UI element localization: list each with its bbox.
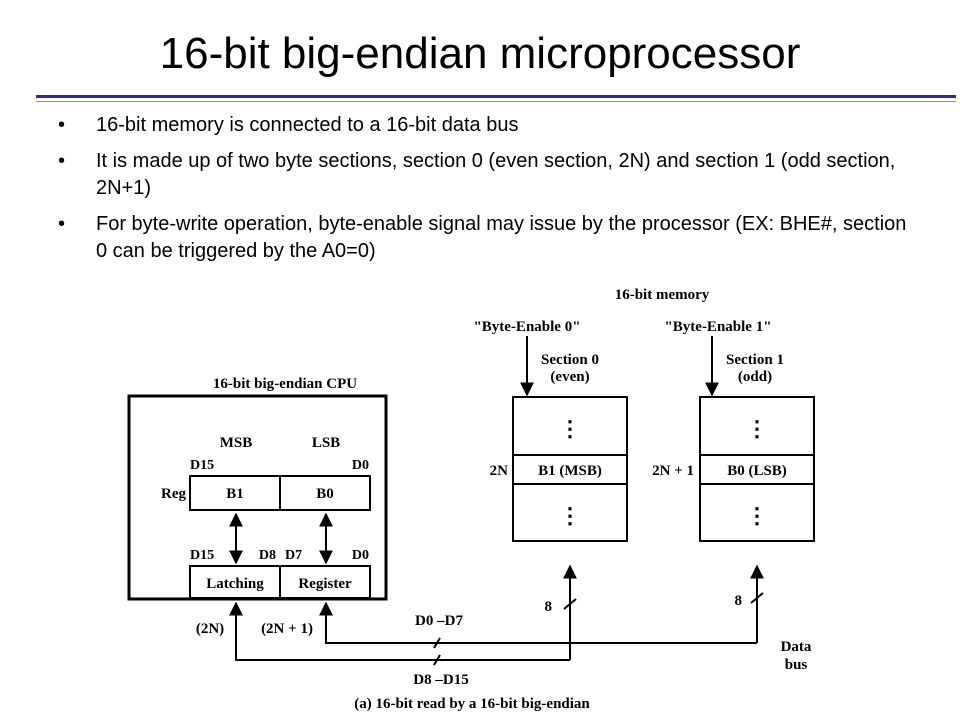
bus-width-slash-1 (750, 592, 764, 604)
bullet-text: It is made up of two byte sections, sect… (96, 150, 896, 199)
msb-label: MSB (220, 435, 253, 451)
bus-width-slash-0 (563, 598, 577, 610)
d8-d15-slash (433, 654, 441, 666)
section0-sub: (even) (550, 369, 589, 385)
bullet-text: 16-bit memory is connected to a 16-bit d… (96, 114, 519, 136)
reg-label: Reg (161, 486, 186, 502)
d8-d15-bus-line (229, 601, 570, 661)
title-divider-thin (36, 101, 956, 102)
paren-2n-label: (2N) (196, 621, 224, 637)
byte-enable-1-label: "Byte-Enable 1" (664, 319, 771, 335)
lsb-label: LSB (312, 435, 340, 451)
section0-name: Section 0 (541, 352, 599, 368)
latch-d0-label: D0 (352, 548, 369, 563)
bullet-item: • It is made up of two byte sections, se… (58, 148, 908, 202)
section0-b1-msb: B1 (MSB) (538, 463, 602, 479)
title-divider (36, 95, 956, 98)
section1-dots-top: ⋮ (746, 416, 768, 441)
cpu-b1: B1 (226, 486, 244, 502)
bullet-list: • 16-bit memory is connected to a 16-bit… (58, 112, 908, 274)
register-label: Register (298, 576, 352, 592)
bullet-dot: • (58, 114, 66, 136)
bus-width-1: 8 (735, 593, 743, 609)
figure-caption: (a) 16-bit read by a 16-bit big-endian (354, 696, 590, 712)
slide-title: 16-bit big-endian microprocessor (159, 29, 801, 78)
paren-2n1-label: (2N + 1) (261, 621, 313, 637)
bullet-dot: • (58, 213, 66, 235)
d0-d7-slash (433, 637, 441, 649)
section1-b0-lsb: B0 (LSB) (727, 463, 787, 479)
reg-d0-label: D0 (352, 458, 369, 473)
data-bus-label-line2: bus (785, 657, 808, 673)
memory-section1-box (699, 396, 815, 542)
memory-title: 16-bit memory (615, 287, 710, 303)
latch-d8-label: D8 (259, 548, 276, 563)
section1-sub: (odd) (738, 369, 772, 385)
latch-d7-label: D7 (285, 548, 302, 563)
section0-dots-top: ⋮ (559, 416, 581, 441)
memory-section0-box (512, 396, 628, 542)
address-2n1-label: 2N + 1 (652, 463, 694, 479)
latching-label: Latching (206, 576, 264, 592)
bullet-text: For byte-write operation, byte-enable si… (96, 213, 907, 262)
section1-name: Section 1 (726, 352, 784, 368)
bus-width-0: 8 (545, 599, 553, 615)
bullet-item: • 16-bit memory is connected to a 16-bit… (58, 112, 908, 139)
cpu-title: 16-bit big-endian CPU (213, 376, 357, 392)
bullet-item: • For byte-write operation, byte-enable … (58, 211, 908, 265)
cpu-b0: B0 (316, 486, 334, 502)
bullet-dot: • (58, 150, 66, 172)
data-bus-label-line1: Data (781, 639, 812, 655)
section1-dots-bottom: ⋮ (746, 503, 768, 528)
byte-enable-0-label: "Byte-Enable 0" (473, 319, 580, 335)
reg-d15-label: D15 (190, 458, 214, 473)
section0-dots-bottom: ⋮ (559, 503, 581, 528)
address-2n-label: 2N (490, 463, 509, 479)
d0-d7-bus-line (319, 601, 757, 644)
latch-d15-label: D15 (190, 548, 214, 563)
d0-d7-label: D0 –D7 (415, 613, 463, 629)
d8-d15-label: D8 –D15 (413, 672, 468, 688)
